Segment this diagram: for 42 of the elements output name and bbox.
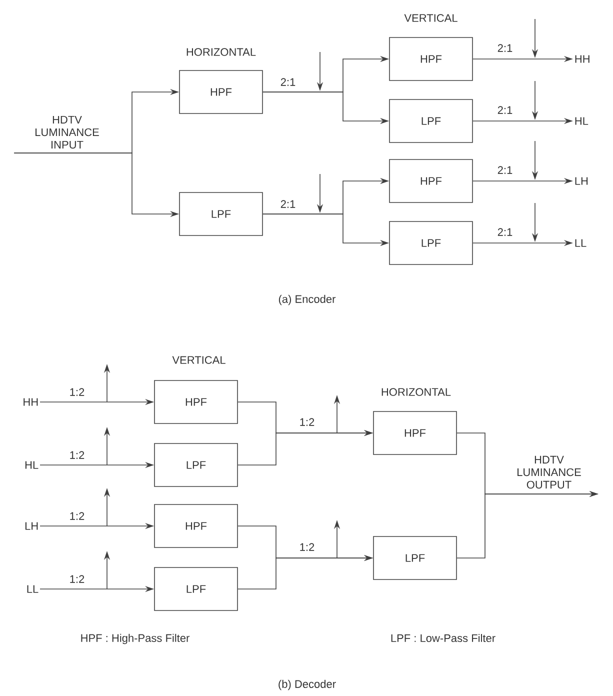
signal-label: LL [575,239,586,247]
filter-box: LPF [154,567,238,611]
input-label: HDTV LUMINANCE INPUT [36,116,99,149]
filter-box: HPF [389,37,473,81]
edge-label: 1:2 [68,450,86,460]
signal-label: HH [575,55,590,63]
abbreviation-note: LPF : Low-Pass Filter [391,634,496,642]
filter-box: HPF [373,411,457,455]
signal-label: LH [25,522,38,530]
filter-box: LPF [373,536,457,580]
edge-label: 1:2 [68,511,86,521]
edge-label: 2:1 [496,105,514,115]
filter-box: LPF [389,99,473,143]
edge-label: 2:1 [496,43,514,53]
filter-box: LPF [154,443,238,487]
edge-label: 2:1 [496,165,514,175]
filter-box: HPF [154,380,238,424]
filter-box: LPF [389,221,473,265]
signal-label: HH [24,398,38,406]
filter-box: HPF [389,159,473,203]
output-label: HDTV LUMINANCE OUTPUT [518,456,581,489]
section-heading: HORIZONTAL [186,48,256,56]
filter-box: HPF [179,70,263,114]
signal-label: HL [25,461,38,469]
edge-label: 1:2 [298,417,316,427]
edge-label: 2:1 [279,77,297,87]
section-heading: VERTICAL [172,356,226,364]
edge-label: 1:2 [68,387,86,397]
edge-label: 2:1 [279,199,297,209]
edge-label: 1:2 [68,574,86,584]
section-heading: HORIZONTAL [382,388,451,396]
caption: (a) Encoder [278,294,336,306]
edge-label: 2:1 [496,227,514,237]
filter-box: LPF [179,192,263,236]
filter-box: HPF [154,504,238,548]
signal-label: HL [575,117,588,125]
signal-label: LL [27,585,38,593]
edge-label: 1:2 [298,542,316,552]
section-heading: VERTICAL [404,14,458,22]
abbreviation-note: HPF : High-Pass Filter [81,634,190,644]
caption: (b) Decoder [278,680,336,690]
signal-label: LH [575,177,588,185]
